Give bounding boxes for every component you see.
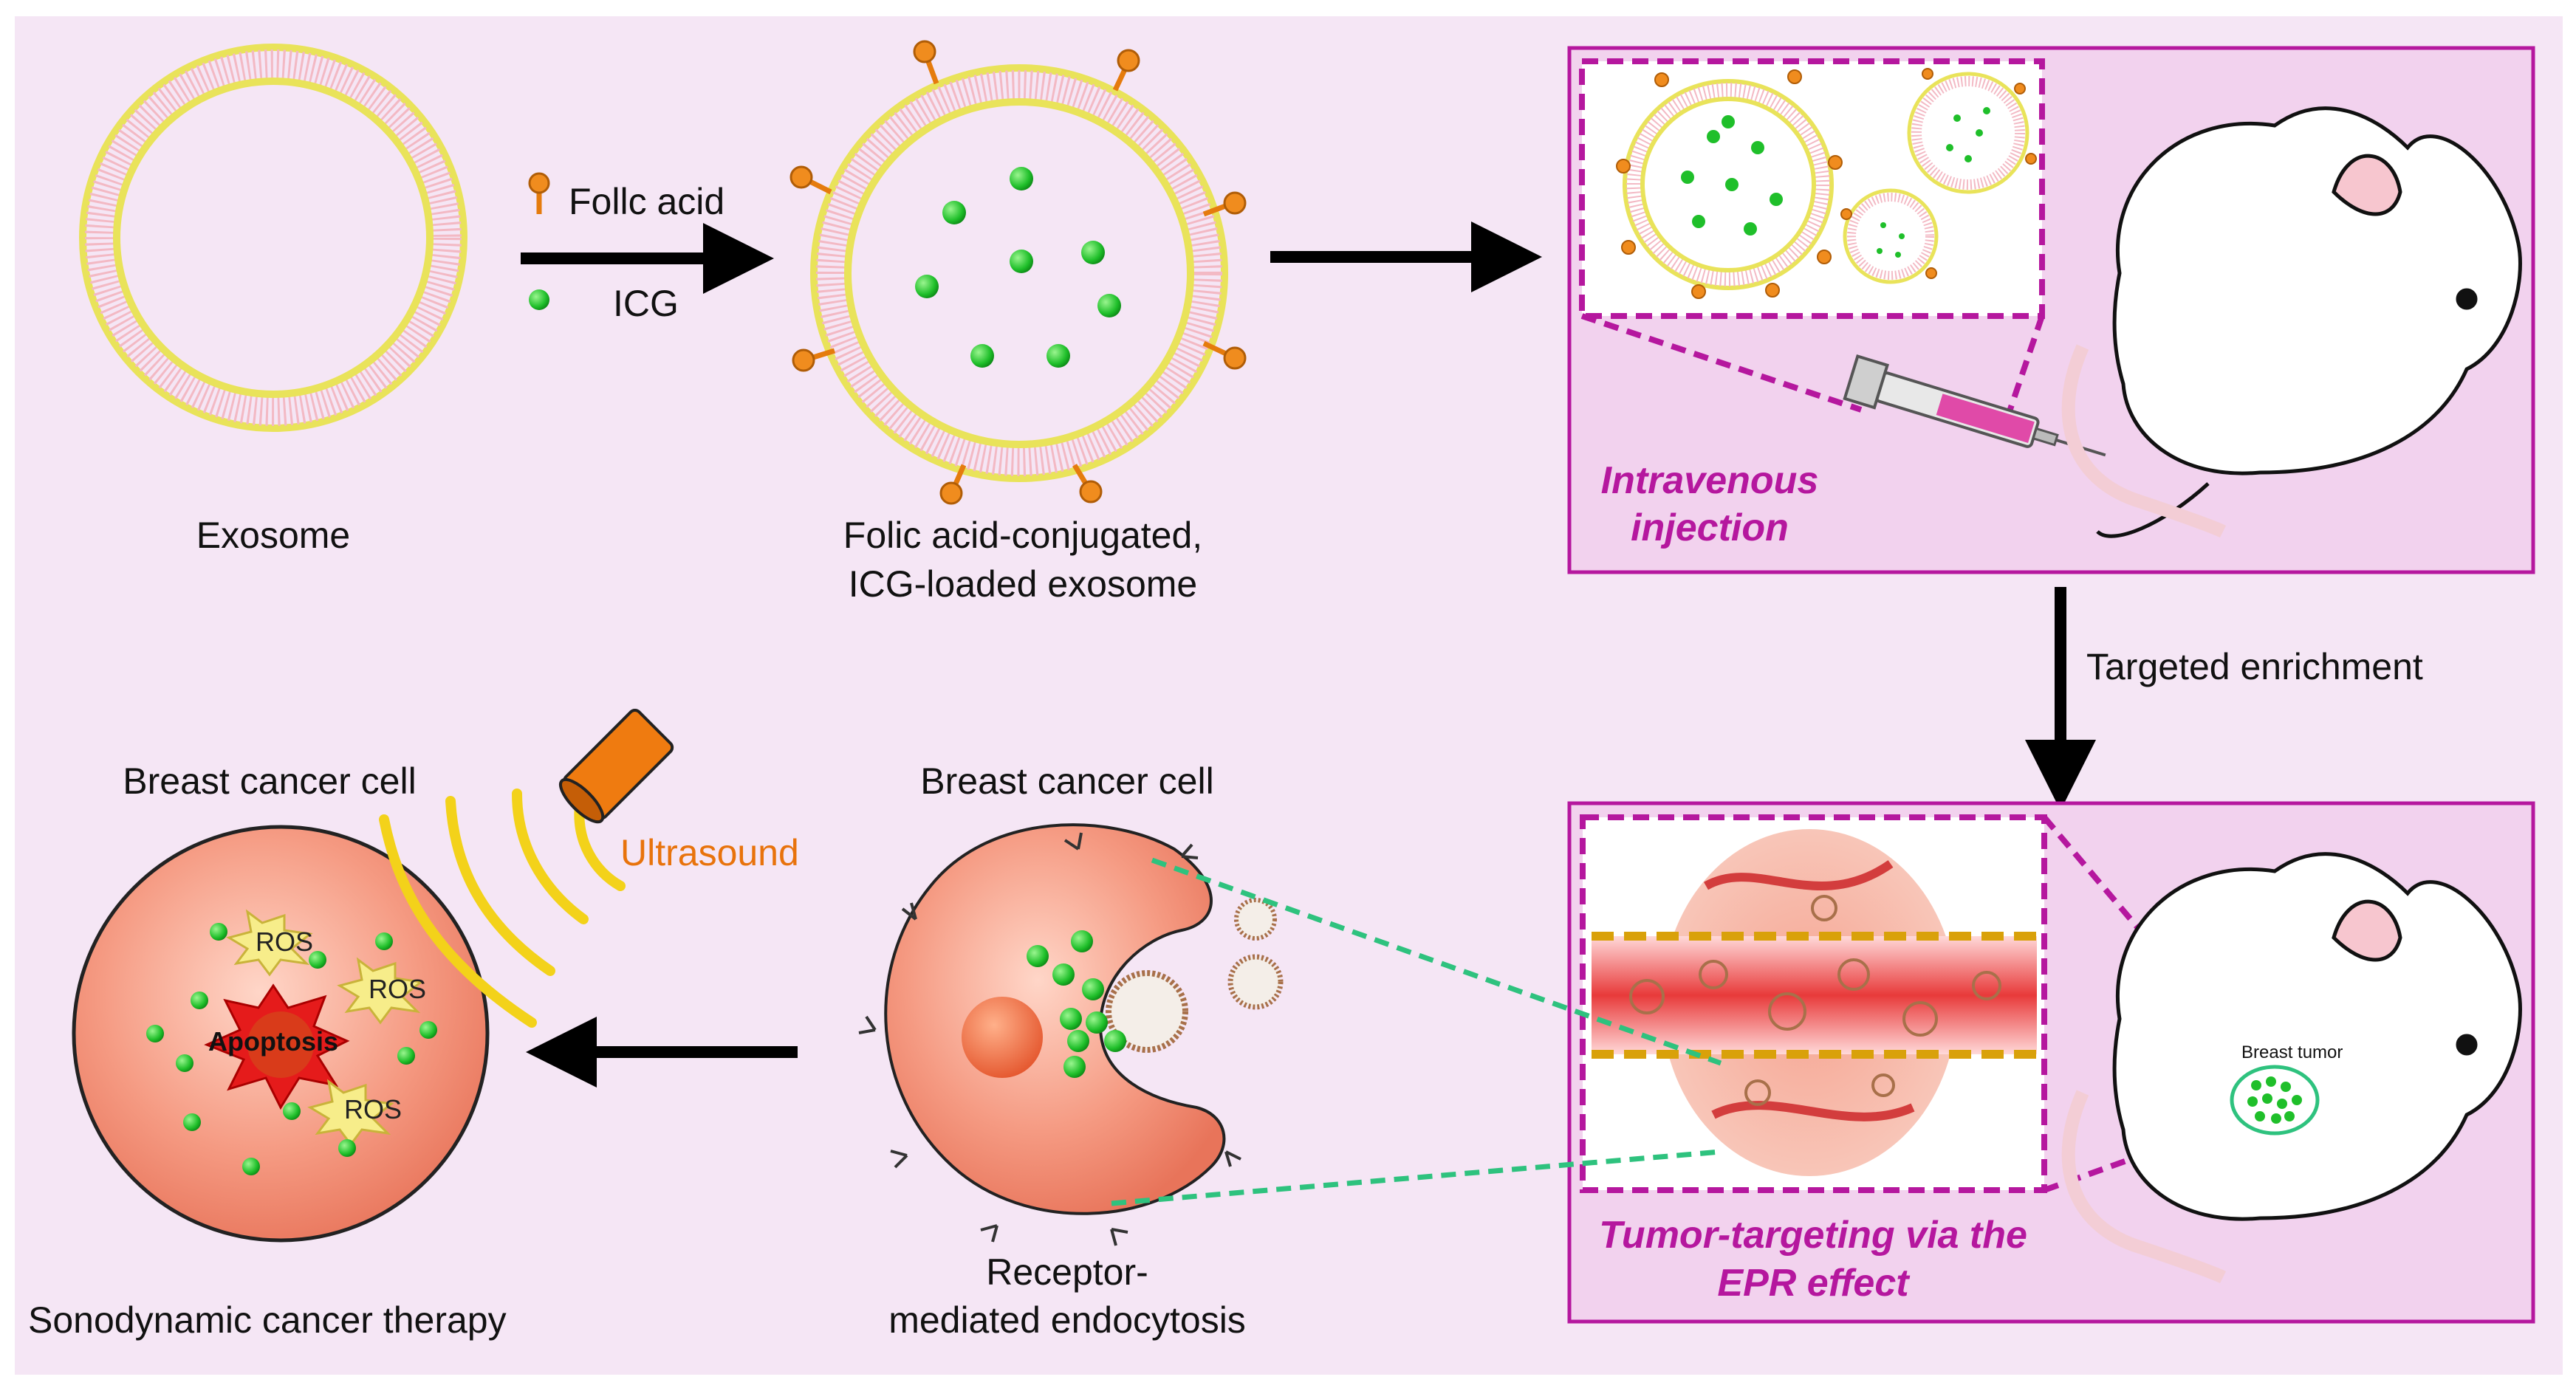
tumor-vessel-illustration [1592, 829, 2037, 1176]
receptor-label-line2: mediated endocytosis [888, 1299, 1246, 1341]
receptor-label-line1: Receptor- [986, 1251, 1148, 1293]
ultrasound-transducer-icon [558, 708, 674, 824]
mouse-top-illustration [2061, 106, 2522, 538]
breast-tumor-label: Breast tumor [2241, 1042, 2343, 1062]
exosome-label: Exosome [196, 515, 350, 556]
zoom-lines-injection [1580, 313, 2045, 415]
conjugated-exosome-illustration [789, 40, 1247, 505]
targeted-enrichment-label: Targeted enrichment [2086, 646, 2423, 687]
icg-label: ICG [613, 283, 679, 324]
ultrasound-label: Ultrasound [620, 832, 799, 873]
ros-label-1: ROS [256, 927, 313, 957]
green-dashed-zoom-lines [1111, 857, 1722, 1206]
folic-acid-label: Follc acid [569, 181, 724, 222]
icg-legend-icon [529, 289, 549, 310]
endocytosis-cell-illustration [858, 823, 1284, 1246]
apoptosis-label: Apoptosis [208, 1026, 338, 1057]
intravenous-label-line2: injection [1631, 506, 1789, 549]
tumor-targeting-label-line1: Tumor-targeting via the [1599, 1214, 2027, 1257]
breast-tumor-marker [2230, 1065, 2320, 1136]
exosome-illustration [79, 44, 467, 432]
conjugated-label-line2: ICG-loaded exosome [849, 563, 1197, 605]
breast-cancer-cell-left-label: Breast cancer cell [123, 760, 416, 802]
intravenous-label-line1: Intravenous [1601, 459, 1819, 502]
ultrasound-waves [379, 789, 626, 1028]
ros-label-3: ROS [344, 1094, 402, 1124]
tumor-targeting-label-line2: EPR effect [1717, 1262, 1911, 1305]
ros-label-2: ROS [369, 974, 426, 1004]
mouse-bottom-illustration [2061, 852, 2522, 1284]
breast-cancer-cell-mid-label: Breast cancer cell [920, 760, 1213, 802]
conjugated-label-line1: Folic acid-conjugated, [843, 515, 1202, 556]
folic-acid-legend-icon [528, 172, 550, 214]
therapy-cell-illustration [72, 825, 490, 1243]
sonodynamic-label: Sonodynamic cancer therapy [28, 1299, 507, 1341]
syringe-icon [1843, 354, 2106, 457]
injection-exosomes [1616, 68, 2037, 299]
